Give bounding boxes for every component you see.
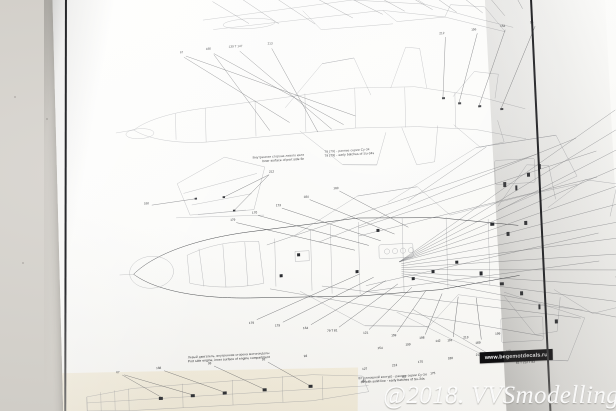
svg-text:164: 164 (303, 326, 309, 330)
instruction-sheet: .l{fill:none;stroke:#4a4c50;stroke-width… (52, 0, 616, 411)
svg-text:191: 191 (447, 338, 453, 342)
svg-text:180: 180 (448, 356, 454, 360)
svg-text:198: 198 (419, 336, 425, 340)
svg-text:156: 156 (471, 27, 477, 31)
svg-text:175: 175 (418, 360, 424, 364)
svg-text:175: 175 (430, 371, 436, 375)
svg-text:179: 179 (230, 218, 236, 222)
svg-text:212: 212 (269, 169, 275, 173)
svg-text:160: 160 (333, 186, 339, 190)
svg-text:67: 67 (180, 50, 184, 54)
svg-text:179: 179 (275, 323, 281, 327)
svg-text:170: 170 (252, 210, 258, 214)
svg-text:154: 154 (500, 24, 506, 28)
begemotdecals-logo-text: www.begemotdecals.ru (484, 351, 548, 361)
svg-text:142: 142 (435, 339, 441, 343)
svg-text:184: 184 (304, 195, 310, 199)
svg-text:189: 189 (475, 341, 481, 345)
svg-text:213: 213 (392, 363, 398, 367)
svg-text:173: 173 (276, 203, 282, 207)
svg-text:159: 159 (391, 333, 397, 337)
svg-text:188: 188 (144, 201, 150, 205)
svg-text:179: 179 (249, 321, 255, 325)
svg-text:213: 213 (268, 41, 274, 45)
svg-text:168: 168 (156, 366, 162, 370)
svg-text:139 T 147: 139 T 147 (229, 44, 243, 49)
svg-text:199: 199 (495, 331, 501, 335)
svg-text:121: 121 (363, 331, 369, 335)
svg-text:188: 188 (206, 47, 212, 51)
svg-text:154: 154 (377, 346, 383, 350)
svg-text:67: 67 (116, 370, 120, 374)
svg-text:199: 199 (405, 342, 411, 346)
svg-text:127: 127 (362, 367, 368, 371)
svg-text:212: 212 (439, 31, 445, 35)
svg-text:213: 213 (463, 335, 469, 339)
svg-text:79 T 81: 79 T 81 (327, 328, 338, 333)
svg-text:93: 93 (304, 354, 308, 358)
